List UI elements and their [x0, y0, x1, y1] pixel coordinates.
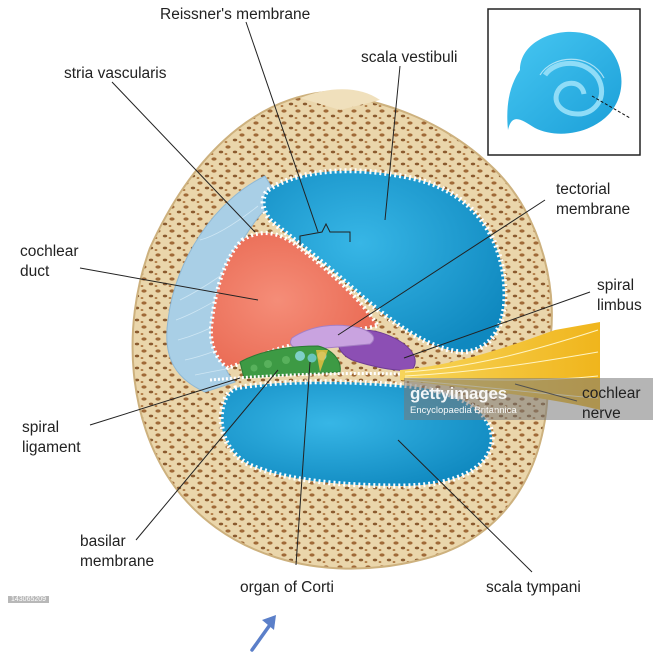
label-basilar-membrane-2: membrane: [80, 552, 154, 571]
label-cochlear-nerve-1: cochlear: [582, 384, 641, 403]
label-spiral-ligament-2: ligament: [22, 438, 81, 457]
label-scala-vestibuli: scala vestibuli: [361, 48, 458, 67]
label-reissners-membrane: Reissner's membrane: [160, 5, 310, 24]
label-spiral-limbus-1: spiral: [597, 276, 634, 295]
label-scala-tympani: scala tympani: [486, 578, 581, 597]
label-tectorial-membrane-1: tectorial: [556, 180, 610, 199]
label-tectorial-membrane-2: membrane: [556, 200, 630, 219]
watermark-brand: gettyimages: [410, 384, 507, 404]
label-stria-vascularis: stria vascularis: [64, 64, 167, 83]
label-cochlear-duct-2: duct: [20, 262, 49, 281]
label-basilar-membrane-1: basilar: [80, 532, 126, 551]
label-cochlear-duct-1: cochlear: [20, 242, 79, 261]
label-spiral-ligament-1: spiral: [22, 418, 59, 437]
image-id-stamp: 143065209: [8, 596, 49, 603]
watermark-credit: Encyclopaedia Britannica: [410, 405, 517, 416]
pointer-arrow-icon: [252, 615, 276, 650]
label-spiral-limbus-2: limbus: [597, 296, 642, 315]
label-organ-of-corti: organ of Corti: [240, 578, 334, 597]
label-cochlear-nerve-2: nerve: [582, 404, 621, 423]
